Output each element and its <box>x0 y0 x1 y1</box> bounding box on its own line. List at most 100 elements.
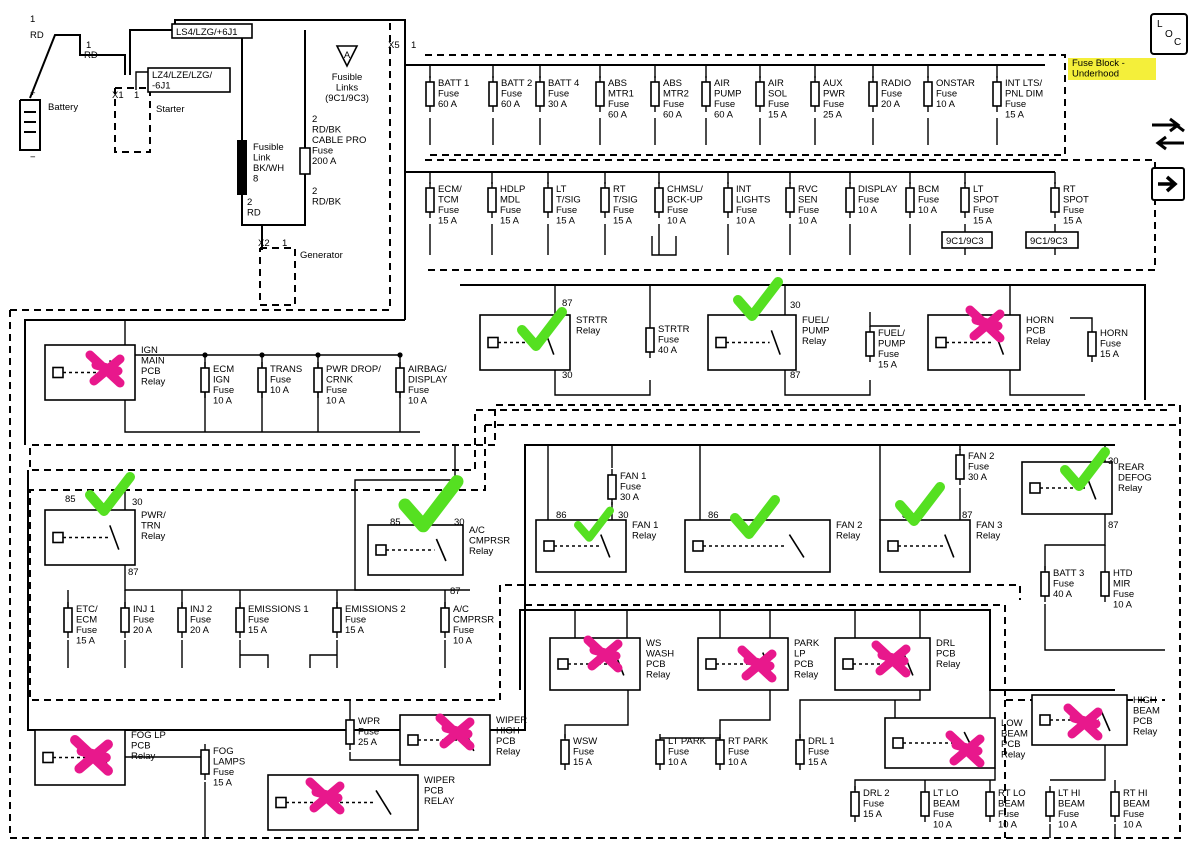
fan2-relay-switch <box>788 534 805 558</box>
gen-wire <box>241 195 263 250</box>
pwr-fuse-2-fuse-symbol <box>177 607 187 633</box>
ign-fuse-3-fuse-symbol <box>395 367 405 393</box>
lt-hi-fuse-fuse-symbol <box>1045 791 1055 817</box>
pin-label: 30 <box>132 497 143 508</box>
pin-label: 87 <box>790 370 801 381</box>
cable-fuse <box>299 147 311 175</box>
fog-relay-coil <box>42 751 54 764</box>
cross-mark <box>945 730 985 768</box>
next-arrow-icon[interactable] <box>1151 167 1185 201</box>
fan1-relay-coil <box>543 540 555 552</box>
fuel-relay-switch <box>770 330 781 355</box>
connector-label: X5 <box>388 40 400 51</box>
pin-label: 1 <box>282 238 287 249</box>
horn-relay-box <box>927 314 1021 371</box>
horn-out <box>1009 370 1085 396</box>
pin-label: 1 <box>30 14 35 25</box>
drl-relay-switch <box>902 652 914 676</box>
pwr-fuse-3-fuse-symbol <box>235 607 245 633</box>
cross-mark <box>305 777 345 815</box>
highlight-mark <box>1068 58 1156 80</box>
junction-dot <box>259 352 265 358</box>
rear-relay-coil <box>1029 482 1041 494</box>
row1-6-fuse-symbol <box>755 81 765 107</box>
lt-lo-fuse-fuse-symbol <box>920 791 930 817</box>
pin-label: 30 <box>790 300 801 311</box>
horn-relay-coil <box>935 336 947 349</box>
fusible-link-symbol <box>237 140 247 195</box>
loc-icon[interactable]: L O C <box>1150 13 1188 55</box>
starter-label: Starter <box>156 104 185 115</box>
pin-label: 87 <box>450 586 461 597</box>
high-out <box>1050 745 1106 781</box>
strtr-relay-coil <box>487 336 499 349</box>
fan3-relay-coil <box>887 540 899 552</box>
battery-box <box>19 99 41 151</box>
row2-7-fuse-symbol <box>845 187 855 213</box>
fuse-block-label: Fuse Block -Underhood <box>1072 58 1125 80</box>
pwr-relay-switch <box>109 525 120 550</box>
rt-lo-fuse-fuse-symbol <box>985 791 995 817</box>
pin-label: 30 <box>454 517 465 528</box>
pin-label: 1 <box>134 90 139 101</box>
rt-park-fuse-fuse-symbol <box>715 739 725 765</box>
drl2-fuse-fuse-symbol <box>850 791 860 817</box>
ign-relay-coil <box>52 366 64 379</box>
row1-10-fuse-symbol <box>992 81 1002 107</box>
horn-feed <box>1070 317 1093 326</box>
wsw-fuse-fuse-symbol <box>560 739 570 765</box>
row2-9-fuse-symbol <box>960 187 970 213</box>
check-mark <box>895 482 945 526</box>
fan1-fuse-fuse-symbol <box>607 474 617 500</box>
row1-boundary <box>425 54 1066 156</box>
emissions-link <box>309 654 337 668</box>
row3-bus <box>460 284 1146 400</box>
pwr-fuse-0-fuse-symbol <box>63 607 73 633</box>
cross-mark <box>435 713 475 751</box>
check-mark <box>574 506 614 542</box>
plus-sign: + <box>30 88 36 99</box>
pin-label: 85 <box>65 494 76 505</box>
check-mark <box>85 472 135 516</box>
rt-hi-fuse-fuse-symbol <box>1110 791 1120 817</box>
drl1-fuse-fuse-symbol <box>795 739 805 765</box>
row2-1-fuse-symbol <box>487 187 497 213</box>
row1-9-fuse-symbol <box>923 81 933 107</box>
check-mark <box>517 307 567 351</box>
row1-0-fuse-symbol <box>425 81 435 107</box>
check-mark <box>1060 447 1110 491</box>
fl-symbol: A <box>344 50 351 61</box>
connector-label: X1 <box>112 90 124 101</box>
junction-dot <box>202 352 208 358</box>
cross-mark <box>871 640 911 678</box>
starter-boundary <box>114 87 151 153</box>
swap-icon[interactable] <box>1148 115 1188 155</box>
